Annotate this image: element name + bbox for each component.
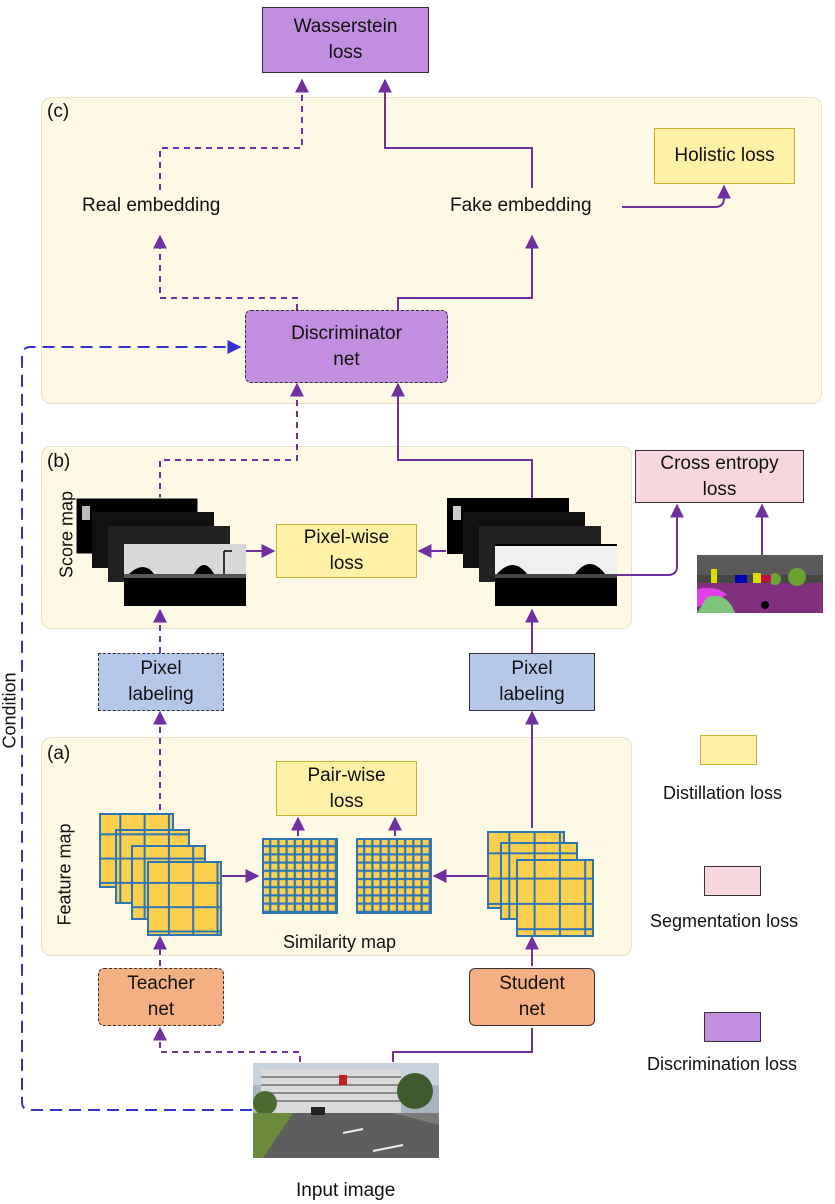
segmentation-ground-truth-image <box>697 555 823 613</box>
cross-entropy-loss-box: Cross entropy loss <box>635 450 804 503</box>
arrow-input-to-teacher <box>153 1026 301 1062</box>
student-net-box: Student net <box>469 968 595 1026</box>
legend-label-distillation: Distillation loss <box>663 783 783 803</box>
holistic-loss-box: Holistic loss <box>654 128 795 184</box>
condition-label: Condition <box>0 672 20 749</box>
arrow-fake-to-holistic <box>622 184 731 208</box>
score-map-student-image <box>447 498 617 606</box>
arrow-disc-to-real <box>153 234 298 310</box>
arrow-score-student-to-disc <box>391 382 533 500</box>
similarity-map-student <box>356 838 432 914</box>
panel-c-tag: (c) <box>47 101 70 122</box>
pixel-labeling-student-box: Pixel labeling <box>469 653 595 711</box>
input-image-label: Input image <box>296 1180 396 1201</box>
arrow-score-to-crossentropy <box>616 503 684 576</box>
arrow-fake-to-wasserstein <box>378 78 533 188</box>
pixel-labeling-teacher-box: Pixel labeling <box>98 653 224 711</box>
score-map-teacher-image <box>75 497 246 606</box>
feature-map-label: Feature map <box>54 823 75 926</box>
wasserstein-loss-box: Wasserstein loss <box>262 7 429 73</box>
teacher-net-box: Teacher net <box>98 968 224 1026</box>
real-embedding-label: Real embedding <box>82 195 221 216</box>
input-image-photo <box>253 1063 439 1158</box>
pixel-wise-loss-box: Pixel-wise loss <box>276 524 417 578</box>
fake-embedding-label: Fake embedding <box>450 195 592 216</box>
legend-label-segmentation: Segmentation loss <box>650 911 799 931</box>
legend-label-discrimination: Discrimination loss <box>647 1054 798 1074</box>
legend-swatch-segmentation <box>704 866 761 896</box>
feature-map-teacher <box>99 813 222 936</box>
feature-map-student <box>487 831 594 937</box>
arrow-disc-to-fake <box>397 234 539 310</box>
arrow-score-teacher-to-disc <box>159 382 304 500</box>
similarity-map-label: Similarity map <box>283 932 397 952</box>
arrow-input-to-student <box>392 1028 533 1062</box>
pair-wise-loss-box: Pair-wise loss <box>276 761 417 816</box>
similarity-map-teacher <box>262 838 338 914</box>
discriminator-net-box: Discriminator net <box>245 310 448 383</box>
arrow-real-to-wasserstein <box>159 78 309 190</box>
condition-arrow <box>21 340 252 1111</box>
panel-a-tag: (a) <box>47 743 71 764</box>
panel-b-tag: (b) <box>47 451 71 472</box>
legend-swatch-distillation <box>700 735 757 765</box>
legend-swatch-discrimination <box>704 1012 761 1042</box>
